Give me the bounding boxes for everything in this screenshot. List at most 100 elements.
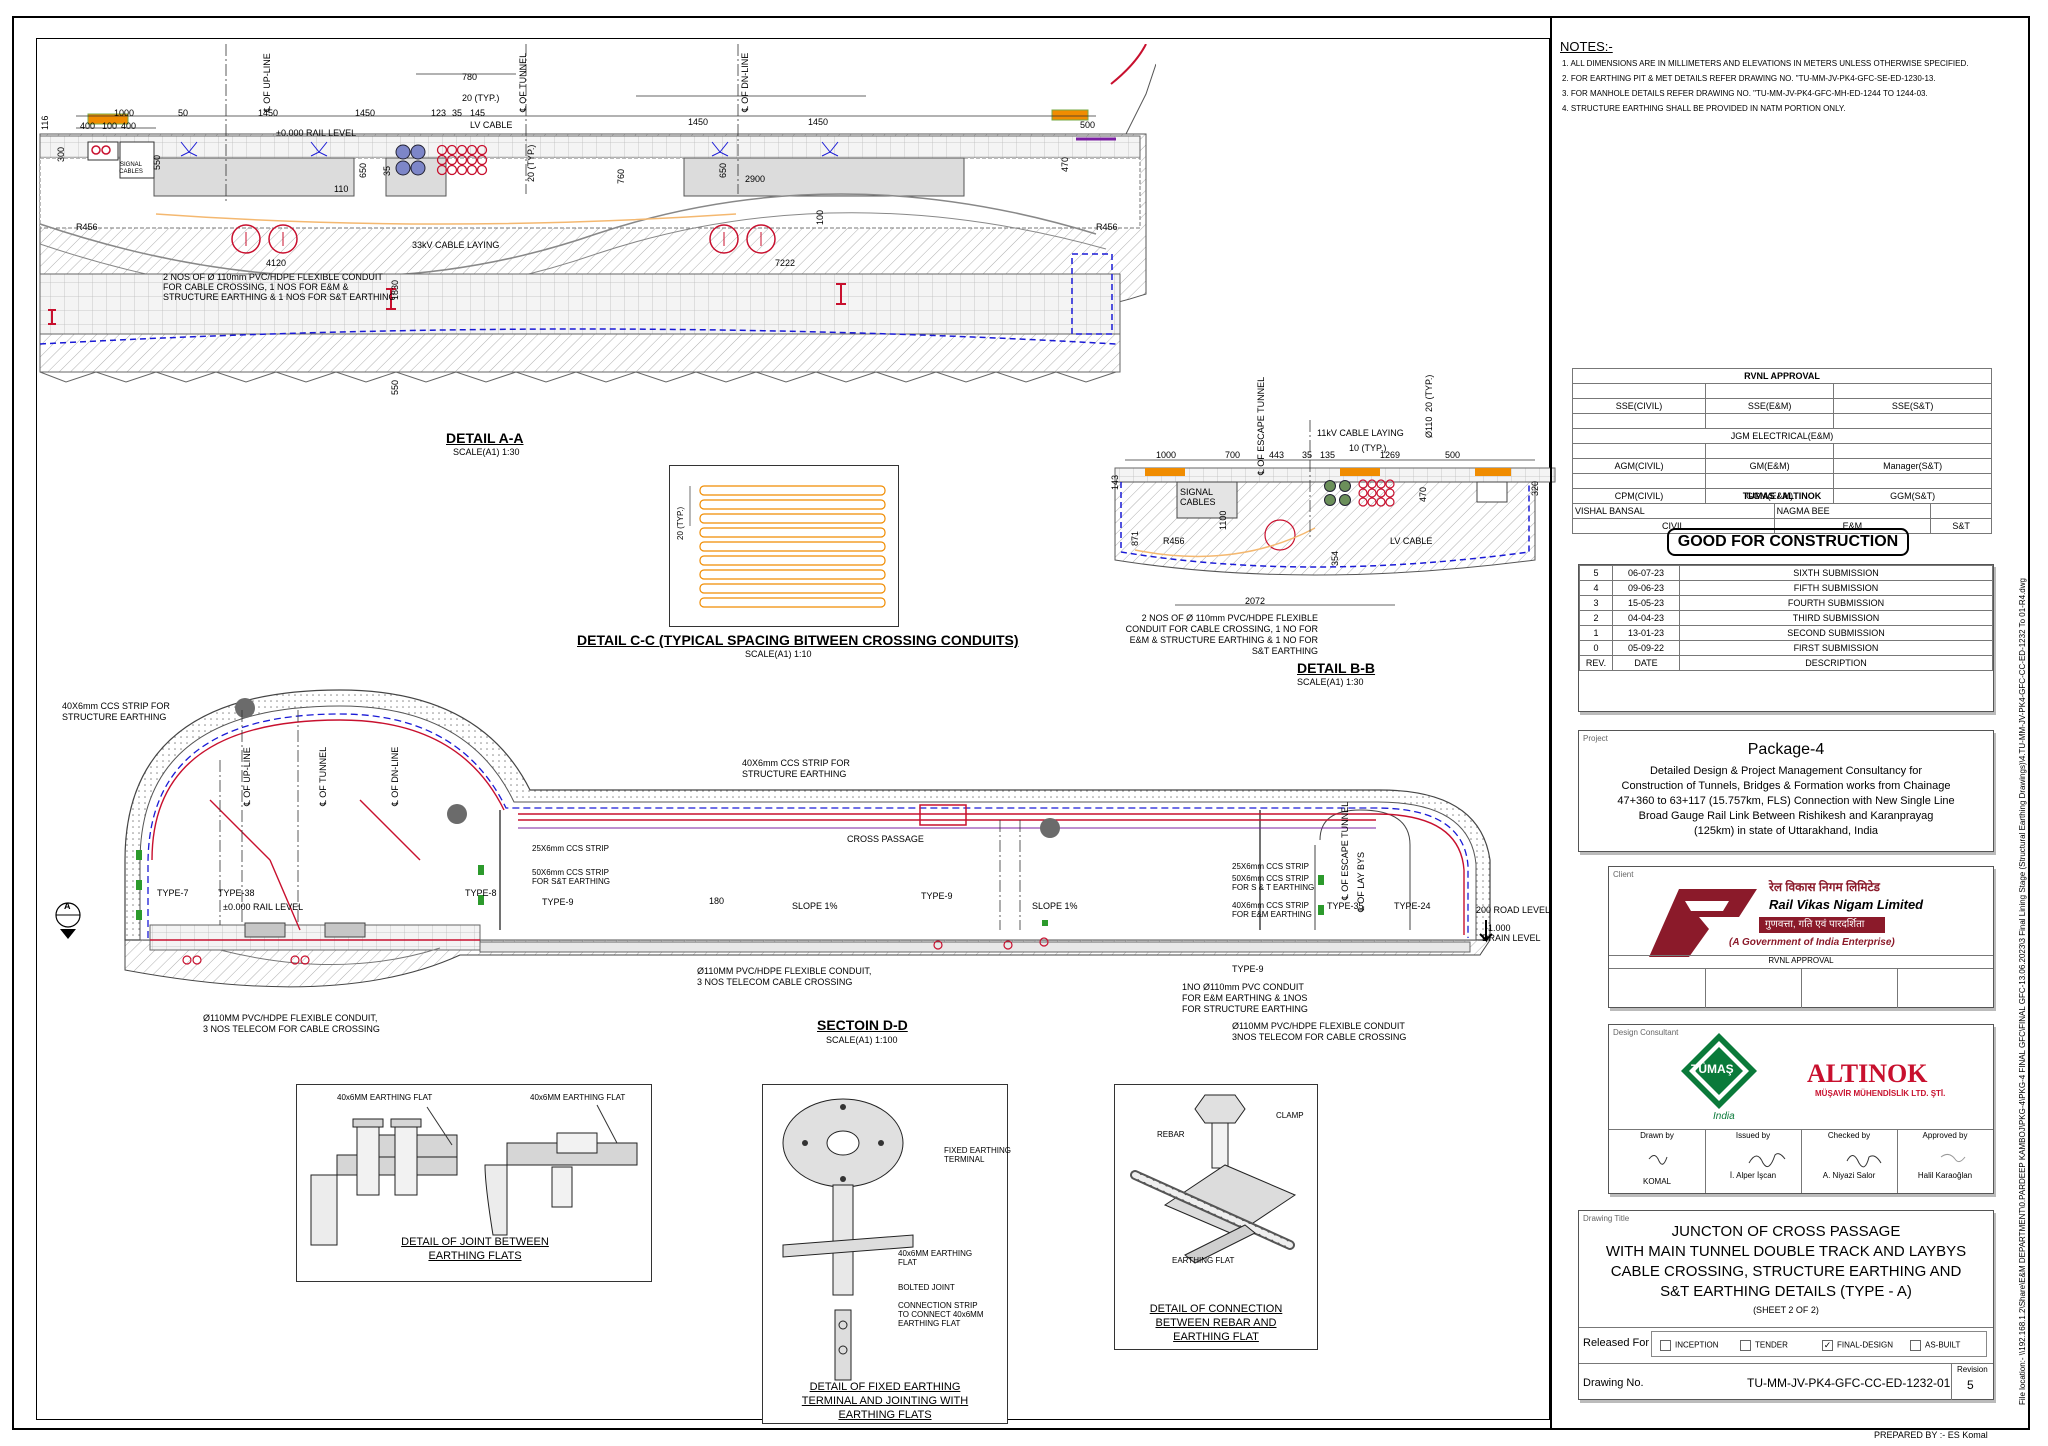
release-option-label: FINAL-DESIGN	[1837, 1340, 1894, 1350]
dd-ccs-struct-1: 40X6mm CCS STRIP FOR	[62, 701, 170, 711]
detail-fixed-frame	[762, 1084, 1008, 1424]
aa-dim-116: 116	[40, 115, 50, 130]
detail-aa-title: DETAIL A-A	[446, 430, 524, 446]
role-issued: Issued by	[1735, 1131, 1771, 1140]
role-approved: Approved by	[1922, 1131, 1968, 1140]
rev-no: 3	[1579, 595, 1613, 611]
client-hindi-name: रेल विकास निगम लिमिटेड	[1769, 880, 1880, 894]
tumas-india: India	[1713, 1111, 1735, 1122]
drawing-title-1: JUNCTON OF CROSS PASSAGE	[1671, 1223, 1901, 1240]
aa-dim: 500	[1080, 120, 1096, 130]
client-name: Rail Vikas Nigam Limited	[1769, 897, 1924, 912]
rev-header: DESCRIPTION	[1679, 655, 1993, 671]
aa-dim-550b: 550	[390, 379, 400, 395]
dd-road-level: 200 ROAD LEVEL	[1476, 905, 1551, 915]
dd-ccs50b-2: FOR S & T EARTHING	[1232, 883, 1315, 892]
approval-cell: SSE(CIVIL)	[1571, 398, 1707, 414]
aa-r456b: R456	[1096, 222, 1118, 232]
aa-subdim: 400	[80, 121, 96, 131]
dd-ccs-struct2-2: STRUCTURE EARTHING	[742, 769, 847, 779]
note-3: 3. FOR MANHOLE DETAILS REFER DRAWING NO.…	[1562, 89, 1928, 98]
dd-conduit-c-2: FOR E&M EARTHING & 1NOS	[1182, 993, 1308, 1003]
detail-fixed-title-3: EARTHING FLATS	[838, 1409, 932, 1421]
detail-bb-scale: SCALE(A1) 1:30	[1297, 677, 1364, 687]
rev-desc: SECOND SUBMISSION	[1679, 625, 1993, 641]
dd-cross-passage: CROSS PASSAGE	[847, 834, 924, 844]
release-option-label: INCEPTION	[1675, 1340, 1719, 1350]
dd-conduit-c-1: 1NO Ø110mm PVC CONDUIT	[1182, 982, 1304, 992]
note-1: 1. ALL DIMENSIONS ARE IN MILLIMETERS AND…	[1562, 59, 1969, 68]
bb-cl-escape: ℄ OF ESCAPE TUNNEL	[1256, 376, 1266, 475]
tumas-logo-icon	[1681, 1033, 1757, 1109]
dd-ccs25: 25X6mm CCS STRIP	[532, 844, 609, 853]
section-dd-scale: SCALE(A1) 1:100	[826, 1035, 898, 1045]
earthing-flat-label: EARTHING FLAT	[1172, 1256, 1235, 1265]
aa-dim-550: 550	[152, 154, 162, 170]
altinok-sub: MÜŞAVİR MÜHENDİSLİK LTD. ŞTİ.	[1815, 1089, 1946, 1098]
dd-slope2: SLOPE 1%	[1032, 901, 1078, 911]
aa-33kv-cable: 33kV CABLE LAYING	[412, 240, 500, 250]
prepared-by: PREPARED BY :- ES Komal	[1874, 1430, 1988, 1440]
tumas-title: TUMAS / ALTINOK	[1572, 488, 1992, 504]
detail-rebar-frame	[1114, 1084, 1318, 1350]
name-checked: A. Niyazi Salor	[1822, 1171, 1876, 1180]
drawing-number: TU-MM-JV-PK4-GFC-CC-ED-1232-01	[1747, 1376, 1951, 1390]
bb-note-3: E&M & STRUCTURE EARTHING & 1 NO FOR	[1129, 635, 1318, 645]
dd-slope1: SLOPE 1%	[792, 901, 838, 911]
bb-dim: 135	[1320, 450, 1336, 460]
aa-dim: 50	[178, 108, 189, 118]
fixed-l4-2: TO CONNECT 40x6MM	[898, 1310, 984, 1319]
drawing-title-3: CABLE CROSSING, STRUCTURE EARTHING AND	[1610, 1263, 1962, 1280]
dd-section-marker: A	[64, 901, 71, 911]
clamp-label: CLAMP	[1276, 1111, 1304, 1120]
tumas-name: NAGMA BEE	[1773, 503, 1932, 519]
bb-dim: 500	[1445, 450, 1461, 460]
dd-type9b: TYPE-9	[921, 891, 953, 901]
dd-rail-level: ±0.000 RAIL LEVEL	[223, 902, 304, 912]
project-desc-2: Construction of Tunnels, Bridges & Forma…	[1621, 780, 1951, 792]
release-option-inception[interactable]: INCEPTION	[1660, 1340, 1719, 1351]
approval-cell: GM(E&M)	[1705, 458, 1835, 474]
client-panel: Client रेल विकास निगम लिमिटेड Rail Vikas…	[1608, 866, 1994, 1008]
dd-cl-dn-line: ℄ OF DN-LINE	[390, 746, 400, 806]
detail-joint-title-1: DETAIL OF JOINT BETWEEN	[401, 1236, 549, 1248]
rev-date: 13-01-23	[1612, 625, 1680, 641]
aa-dim: 780	[462, 72, 478, 82]
client-label: Client	[1613, 870, 1634, 879]
revision-label: Revision	[1957, 1365, 1988, 1374]
client-approval: RVNL APPROVAL	[1768, 956, 1834, 965]
bb-dim-320: 320	[1530, 480, 1540, 496]
notes-heading: NOTES:-	[1560, 39, 1613, 54]
aa-dim: 145	[470, 108, 486, 118]
release-option-final-design[interactable]: ✓ FINAL-DESIGN	[1822, 1340, 1893, 1351]
approval-cell: JGM ELECTRICAL(E&M)	[1572, 428, 1992, 444]
release-option-tender[interactable]: TENDER	[1740, 1340, 1788, 1351]
bb-lv-cable: LV CABLE	[1390, 536, 1433, 546]
release-option-as-built[interactable]: AS-BUILT	[1910, 1340, 1960, 1351]
checkbox-checked-icon: ✓	[1822, 1340, 1833, 1351]
rev-desc: SIXTH SUBMISSION	[1679, 565, 1993, 581]
aa-cl-dn-line: ℄ OF DN-LINE	[740, 52, 750, 112]
rev-date: 06-07-23	[1612, 565, 1680, 581]
client-divider	[1705, 968, 1706, 1008]
project-label: Project	[1583, 734, 1608, 743]
bb-typ10: 10 (TYP.)	[1349, 443, 1387, 453]
approval-table: RVNL APPROVAL SSE(CIVIL)SSE(E&M)SSE(S&T)…	[1571, 368, 1992, 504]
dd-drain-level-2: DRAIN LEVEL	[1482, 933, 1541, 943]
drawing-title-2: WITH MAIN TUNNEL DOUBLE TRACK AND LAYBYS	[1605, 1243, 1967, 1260]
rev-desc: FIRST SUBMISSION	[1679, 640, 1993, 656]
file-location: File location:- \\192.168.1.2\Share\E&M …	[2018, 578, 2027, 1405]
released-label: Released For	[1583, 1337, 1650, 1349]
rev-desc: FOURTH SUBMISSION	[1679, 595, 1993, 611]
rev-date: 05-09-22	[1612, 640, 1680, 656]
bb-11kv: 11kV CABLE LAYING	[1317, 428, 1404, 438]
title-divider	[1579, 1363, 1993, 1364]
aa-dim-760: 760	[616, 168, 626, 184]
rev-no: 0	[1579, 640, 1613, 656]
fixed-l2-1: 40x6MM EARTHING	[898, 1249, 973, 1258]
name-drawn: KOMAL	[1642, 1177, 1671, 1186]
section-dd-title: SECTOIN D-D	[817, 1017, 908, 1033]
aa-dim-35: 35	[382, 165, 392, 176]
tumas-table: TUMAS / ALTINOK VISHAL BANSAL NAGMA BEE …	[1572, 488, 1992, 534]
cc-typ: 20 (TYP.)	[676, 506, 685, 540]
